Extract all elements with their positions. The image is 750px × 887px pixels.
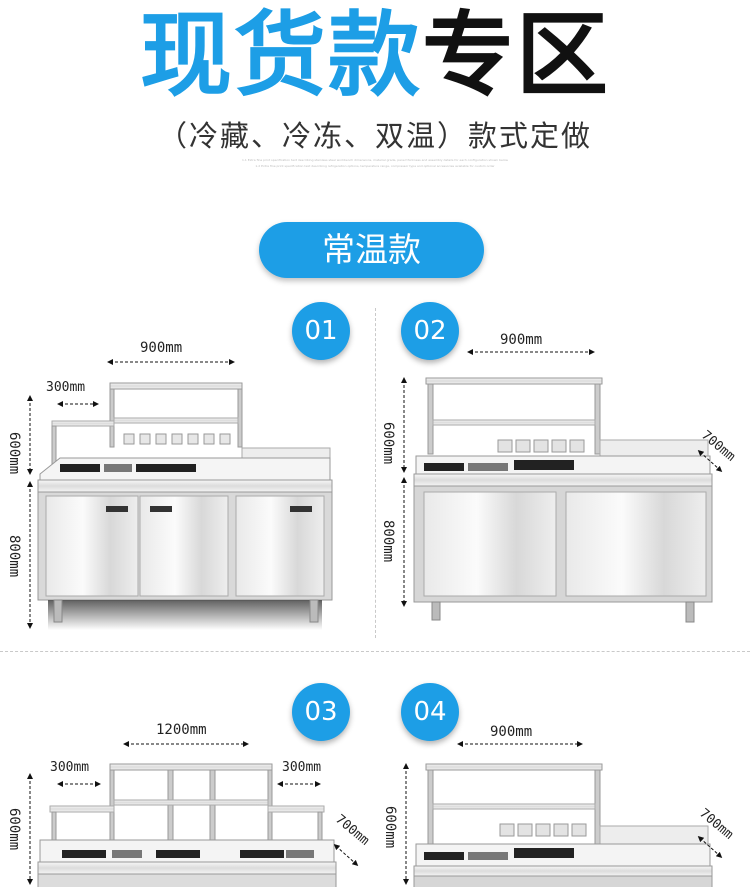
width-label: 900mm	[140, 340, 183, 356]
fine-print-line: 1.2 Extra fine print specification text …	[255, 164, 495, 168]
product-number-badge: 02	[401, 302, 459, 360]
counter-top	[413, 825, 713, 887]
fine-print-line: 1.1 Extra fine print specification text …	[241, 158, 509, 162]
upper-shelf	[49, 763, 325, 863]
shelf-width-label: 300mm	[46, 380, 86, 395]
shelf-height-label: 600mm	[382, 806, 398, 849]
dimension-arrow-icon	[333, 843, 359, 867]
counter-top	[37, 839, 337, 887]
product-number-badge: 04	[401, 683, 459, 741]
section-label-pill: 常温款	[259, 222, 484, 278]
title-highlight: 现货款	[139, 2, 422, 109]
shelf-width-label: 300mm	[50, 760, 90, 775]
shelf-width-label: 300mm	[282, 760, 322, 775]
upper-shelf	[51, 382, 243, 467]
cabinet-body	[413, 485, 713, 623]
product-number-badge: 03	[292, 683, 350, 741]
cabinet-body	[37, 491, 333, 630]
page-title: 现货款专区	[0, 0, 750, 115]
dimension-arrow-icon	[697, 835, 723, 859]
width-label: 900mm	[500, 332, 543, 348]
width-label: 900mm	[490, 724, 533, 740]
counter-top	[413, 439, 713, 487]
column-divider	[375, 308, 376, 638]
page-subtitle: （冷藏、冷冻、双温）款式定做	[157, 119, 592, 153]
upper-shelf	[425, 377, 603, 455]
counter-top	[37, 447, 333, 493]
title-rest: 专区	[422, 2, 611, 109]
dimension-arrow-icon	[697, 449, 723, 473]
product-number-badge: 01	[292, 302, 350, 360]
upper-shelf	[425, 763, 603, 851]
row-divider	[0, 651, 750, 652]
width-label: 1200mm	[156, 722, 207, 738]
